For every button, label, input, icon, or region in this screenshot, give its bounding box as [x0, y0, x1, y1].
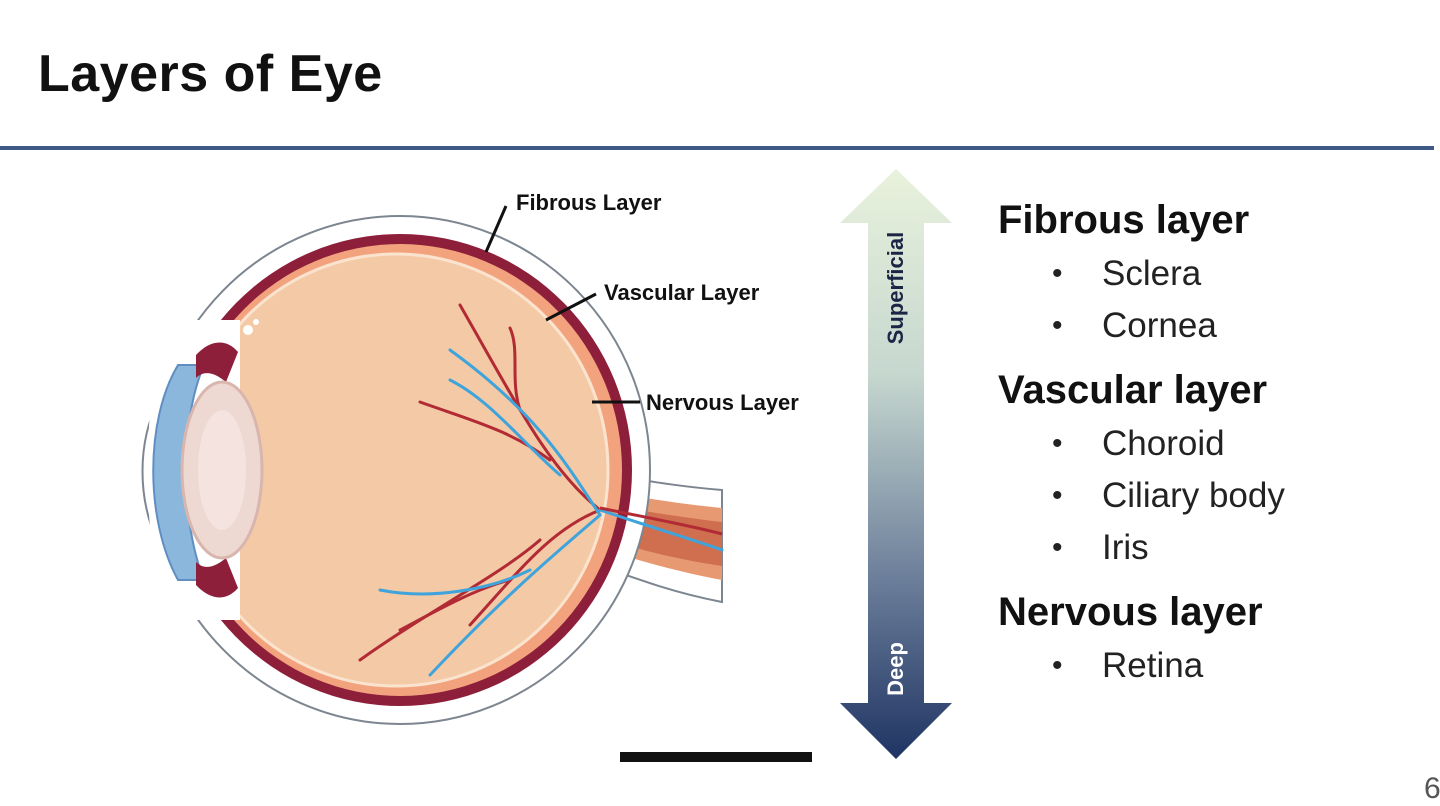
title-rule: [0, 146, 1434, 150]
eye-diagram: Fibrous Layer Vascular Layer Nervous Lay…: [141, 190, 799, 725]
list-item: Choroid: [998, 418, 1428, 470]
fibrous-leader: [484, 205, 508, 253]
ciliary-body-bottom: [196, 558, 238, 598]
superficial-deep-arrow: [840, 169, 952, 759]
page-number: 6: [1424, 772, 1440, 805]
layer-list: Fibrous layer Sclera Cornea Vascular lay…: [998, 196, 1428, 706]
ciliary-body-top: [196, 342, 238, 382]
layer-heading: Fibrous layer: [998, 198, 1250, 242]
vascular-layer-label: Vascular Layer: [604, 280, 760, 305]
list-item: Cornea: [998, 300, 1428, 352]
fibrous-layer-label: Fibrous Layer: [516, 190, 662, 215]
list-item: Sclera: [998, 248, 1428, 300]
list-item: Ciliary body: [998, 470, 1428, 522]
layer-group-fibrous: Fibrous layer Sclera Cornea: [998, 196, 1428, 352]
list-item: Retina: [998, 640, 1428, 692]
slide-title: Layers of Eye: [38, 45, 383, 103]
layer-group-vascular: Vascular layer Choroid Ciliary body Iris: [998, 366, 1428, 574]
deep-label: Deep: [883, 642, 908, 696]
nervous-layer-label: Nervous Layer: [646, 390, 799, 415]
layer-group-nervous: Nervous layer Retina: [998, 588, 1428, 692]
image-credit-bar: [620, 752, 812, 762]
layer-heading: Vascular layer: [998, 368, 1268, 412]
vascular-leader: [545, 292, 597, 322]
list-item: Iris: [998, 522, 1428, 574]
arrow-shape: [840, 169, 952, 759]
layer-heading: Nervous layer: [998, 590, 1263, 634]
superficial-label: Superficial: [883, 231, 908, 345]
